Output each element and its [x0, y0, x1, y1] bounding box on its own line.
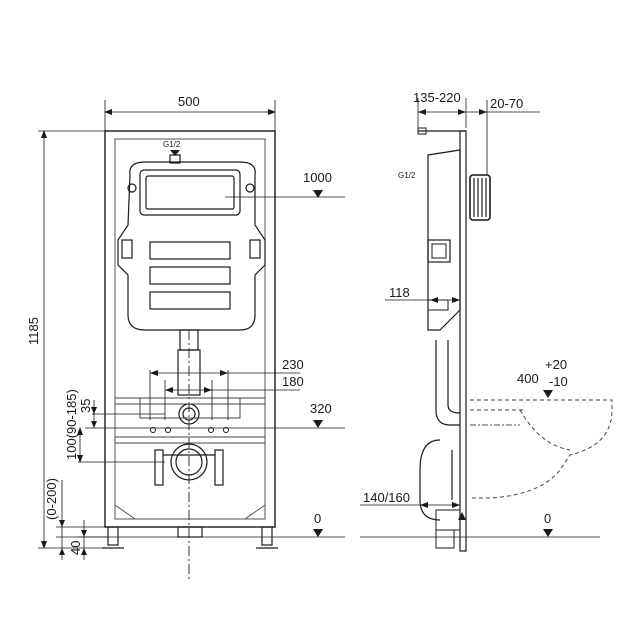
pipe-label: 140/160: [363, 490, 410, 505]
toilet-bowl-outline: [470, 399, 613, 499]
cross-bars: [115, 397, 265, 444]
depth-118-label: 118: [389, 285, 410, 300]
frame-inner: [114, 138, 266, 520]
frame-outer: [104, 130, 276, 528]
bowl-minus-label: -10: [549, 374, 568, 389]
offset-35-label: 35: [78, 399, 93, 413]
frame-braces: [114, 504, 266, 520]
inlet-label-side: G1/2: [398, 171, 416, 180]
foot-40-label: 40: [68, 541, 83, 555]
wall-label: 20-70: [490, 96, 523, 111]
wall-plate: [469, 174, 491, 221]
level-320-label: 320: [310, 401, 332, 416]
height-label: 1185: [26, 317, 41, 345]
frame-feet: [102, 526, 278, 549]
depth-label: 135-220: [413, 90, 461, 105]
drain-height-label: 100(90-185): [64, 389, 79, 460]
frame-upright: [459, 130, 467, 552]
cistern: [117, 154, 266, 331]
width-label: 500: [178, 94, 200, 109]
side-view: [313, 98, 613, 552]
bowl-height-label: 400: [517, 371, 539, 386]
span-180-label: 180: [282, 374, 304, 389]
mounting-studs: [150, 427, 229, 433]
inlet-label-front: G1/2: [163, 140, 181, 149]
leg-range-label: (0-200): [44, 478, 59, 520]
floor-label-side: 0: [544, 511, 551, 526]
span-230-label: 230: [282, 357, 304, 372]
flush-pipe-side: [435, 340, 461, 426]
level-1000-label: 1000: [303, 170, 332, 185]
bowl-plus-label: +20: [545, 357, 567, 372]
front-view: [38, 100, 345, 580]
floor-label-front: 0: [314, 511, 321, 526]
flush-plate-opening: [139, 169, 241, 216]
